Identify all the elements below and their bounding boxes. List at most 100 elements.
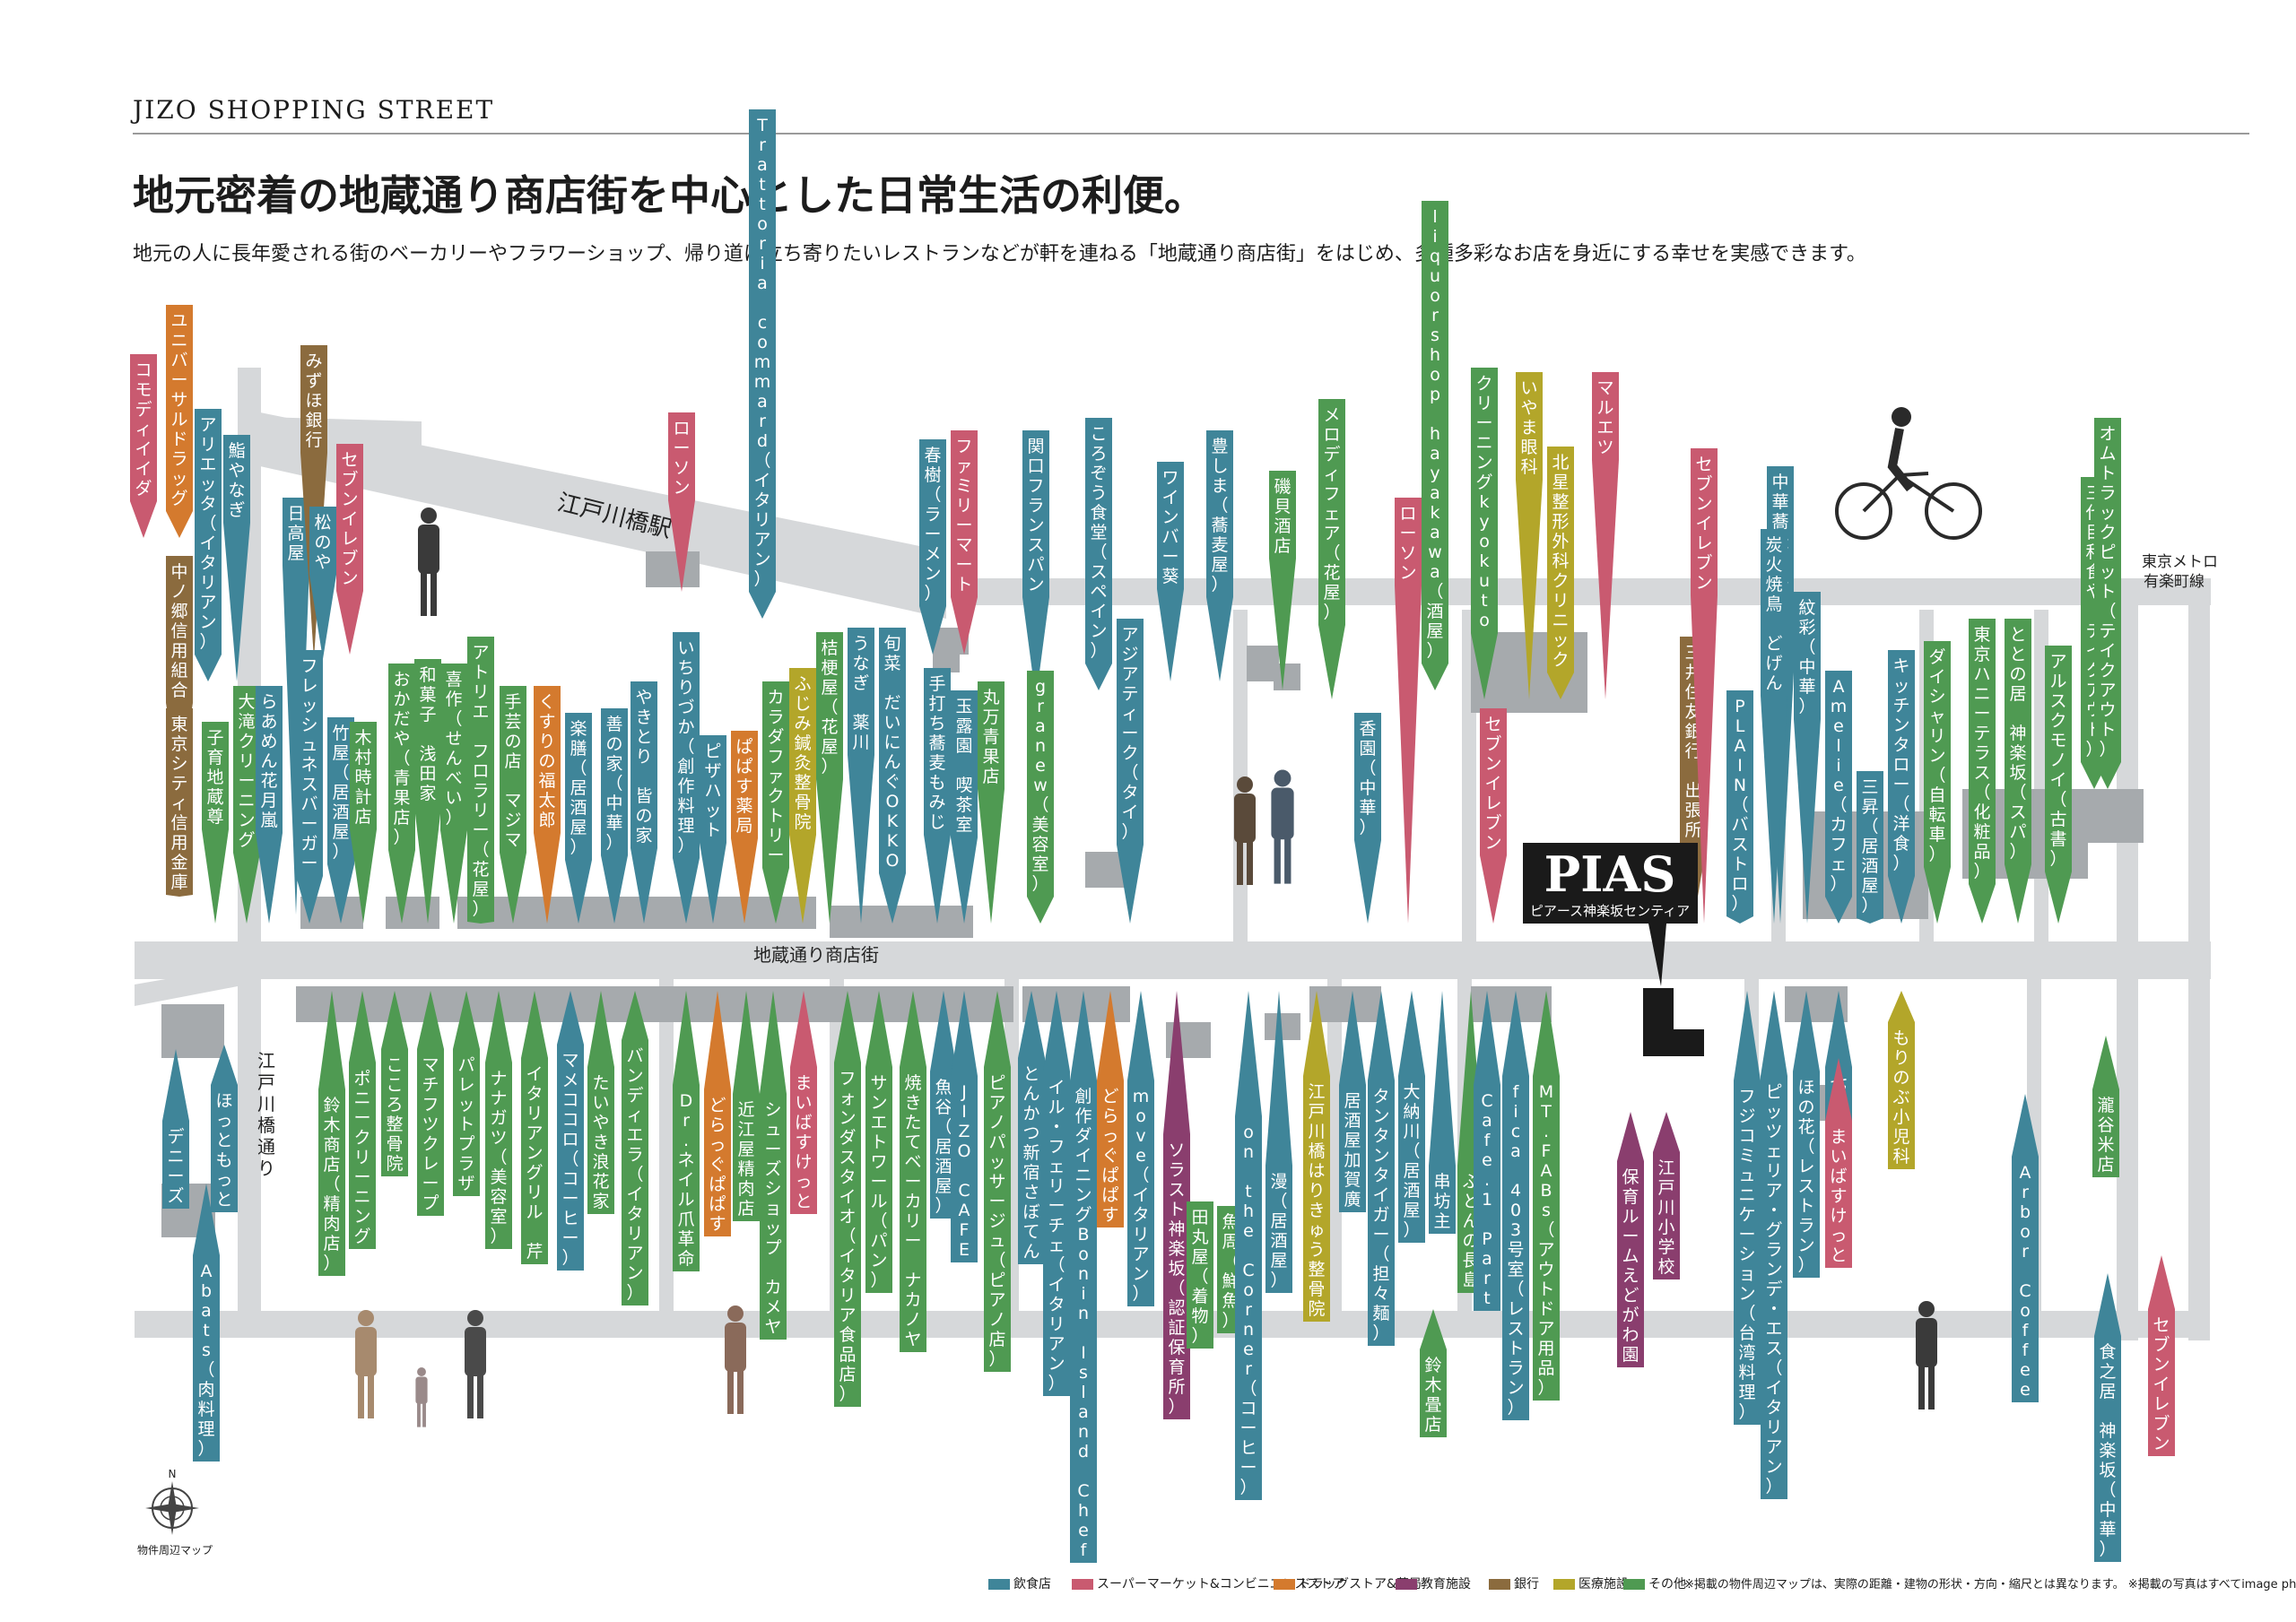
shop-pin[interactable]: 鮨やなぎ <box>223 435 250 681</box>
shop-pin-label[interactable] <box>1354 713 1381 840</box>
shop-pin[interactable]: アトリエ フロラリー（花屋） <box>467 637 494 924</box>
shop-pin[interactable]: 春樹（ラーメン） <box>919 439 946 655</box>
shop-pin-label[interactable] <box>1163 1134 1190 1419</box>
shop-pin-label[interactable] <box>865 1067 892 1293</box>
shop-pin-label[interactable] <box>350 722 377 829</box>
shop-pin[interactable]: 三昇（居酒屋） <box>1857 771 1883 924</box>
shop-pin[interactable]: 香園（中華） <box>1354 713 1381 924</box>
shop-pin-label[interactable] <box>1969 619 1996 884</box>
shop-pin-label[interactable] <box>668 412 695 500</box>
shop-pin-label[interactable] <box>166 556 193 703</box>
shop-pin-label[interactable] <box>417 1049 444 1216</box>
shop-pin[interactable]: バンディエラ（イタリアン） <box>622 991 648 1305</box>
shop-pin[interactable]: 田丸屋（着物） <box>1187 1201 1213 1349</box>
shop-pin[interactable]: アリエッタ（イタリアン） <box>195 409 222 681</box>
shop-pin[interactable]: ととの居 神楽坂（スパ） <box>2005 619 2031 924</box>
shop-pin-label[interactable] <box>1187 1201 1213 1349</box>
shop-pin[interactable]: ワインバー葵 <box>1157 462 1184 681</box>
shop-pin-label[interactable] <box>1235 1116 1262 1500</box>
shop-pin[interactable]: 近江屋精肉店 <box>733 991 760 1221</box>
shop-pin-label[interactable] <box>565 713 592 860</box>
shop-pin-label[interactable] <box>166 708 193 895</box>
shop-pin-label[interactable] <box>300 345 327 453</box>
shop-pin-label[interactable] <box>587 1067 614 1214</box>
shop-pin-label[interactable] <box>2094 418 2121 762</box>
shop-pin-label[interactable] <box>601 708 628 855</box>
shop-pin[interactable]: 江戸川橋はりきゅう整骨院 <box>1303 991 1330 1322</box>
shop-pin[interactable]: アジアティーク（タイ） <box>1117 619 1144 924</box>
shop-pin-label[interactable] <box>673 1085 700 1271</box>
shop-pin-label[interactable] <box>1157 462 1184 589</box>
shop-pin-label[interactable] <box>1471 368 1498 633</box>
shop-pin-label[interactable] <box>1027 671 1054 897</box>
shop-pin[interactable]: くすりの福太郎 <box>534 686 561 924</box>
shop-pin-label[interactable] <box>834 1063 861 1407</box>
shop-pin-label[interactable] <box>924 668 951 835</box>
shop-pin[interactable]: 大納川（居酒屋） <box>1398 991 1425 1243</box>
shop-pin-label[interactable] <box>1592 372 1619 460</box>
shop-pin-label[interactable] <box>1480 708 1507 855</box>
shop-pin-label[interactable] <box>631 681 657 848</box>
shop-pin-label[interactable] <box>919 439 946 606</box>
shop-pin[interactable]: ローソン <box>668 412 695 592</box>
shop-pin-label[interactable] <box>381 1049 408 1176</box>
shop-pin-label[interactable] <box>130 354 157 501</box>
shop-pin[interactable]: 豊しま（蕎麦屋） <box>1206 430 1233 681</box>
shop-pin-label[interactable] <box>1085 418 1112 664</box>
shop-pin[interactable]: セブンイレブン <box>2148 1255 2175 1456</box>
shop-pin[interactable]: ナナガツ（美容室） <box>485 991 512 1249</box>
shop-pin[interactable]: 玉露園 喫茶室 <box>951 690 978 924</box>
shop-pin-label[interactable] <box>1043 1071 1070 1396</box>
shop-pin-label[interactable] <box>1265 1166 1292 1293</box>
shop-pin[interactable]: もりのぶ小児科 <box>1888 991 1915 1169</box>
shop-pin[interactable]: どらっぐぱぱす <box>704 991 731 1236</box>
shop-pin[interactable]: おかだや（青果店） <box>388 664 415 924</box>
shop-pin-label[interactable] <box>467 637 494 922</box>
shop-pin[interactable]: 保育ルームえどがわ園 <box>1617 1112 1644 1367</box>
shop-pin[interactable]: 江戸川小学校 <box>1653 1112 1680 1279</box>
shop-pin-label[interactable] <box>1888 1022 1915 1169</box>
shop-pin-label[interactable] <box>1018 1058 1045 1264</box>
shop-pin-label[interactable] <box>336 444 363 591</box>
shop-pin-label[interactable] <box>704 1089 731 1236</box>
shop-pin-label[interactable] <box>318 1089 345 1276</box>
shop-pin[interactable]: 松のや <box>309 507 336 659</box>
shop-pin-label[interactable] <box>1420 1349 1447 1437</box>
shop-pin[interactable]: セブンイレブン <box>1480 708 1507 924</box>
shop-pin[interactable]: ピザハット <box>700 735 726 924</box>
shop-pin-label[interactable] <box>1691 448 1718 595</box>
shop-pin-label[interactable] <box>1857 771 1883 918</box>
shop-pin-label[interactable] <box>984 1067 1011 1372</box>
shop-pin[interactable]: 食之居 神楽坂（中華） <box>2094 1273 2121 1562</box>
shop-pin-label[interactable] <box>388 664 415 850</box>
shop-pin[interactable]: ピッツェリア・グランデ・エス（イタリアン） <box>1761 991 1787 1499</box>
shop-pin[interactable]: シューズショップ カメヤ <box>760 991 787 1340</box>
shop-pin[interactable]: 桔梗屋（花屋） <box>816 632 843 924</box>
shop-pin[interactable]: フォンダスタイオ（イタリア食品店） <box>834 991 861 1407</box>
shop-pin[interactable]: うなぎ 薬川 <box>848 628 874 924</box>
shop-pin[interactable]: イル・フェリーチェ（イタリアン） <box>1043 991 1070 1396</box>
shop-pin[interactable]: マチフツクレープ <box>417 991 444 1216</box>
shop-pin[interactable]: 手芸の店 マジマ <box>500 686 526 924</box>
shop-pin[interactable]: セブンイレブン <box>336 444 363 655</box>
shop-pin-label[interactable] <box>789 668 816 835</box>
shop-pin-label[interactable] <box>1734 1080 1761 1425</box>
shop-pin[interactable]: 磯貝酒店 <box>1269 471 1296 690</box>
shop-pin-label[interactable] <box>223 435 250 523</box>
shop-pin[interactable]: 瀧谷米店 <box>2092 1036 2119 1177</box>
shop-pin-label[interactable] <box>762 681 789 868</box>
shop-pin[interactable]: 北星整形外科クリニック <box>1547 447 1574 699</box>
shop-pin-label[interactable] <box>731 731 758 838</box>
shop-pin-label[interactable] <box>1022 430 1049 597</box>
shop-pin-label[interactable] <box>1502 1076 1529 1420</box>
shop-pin[interactable]: たいやき浪花家 <box>587 991 614 1214</box>
shop-pin-label[interactable] <box>1117 619 1144 845</box>
shop-pin-label[interactable] <box>1761 529 1787 696</box>
shop-pin[interactable]: ユニバーサルドラッグ <box>166 305 193 538</box>
shop-pin-label[interactable] <box>349 1063 376 1249</box>
